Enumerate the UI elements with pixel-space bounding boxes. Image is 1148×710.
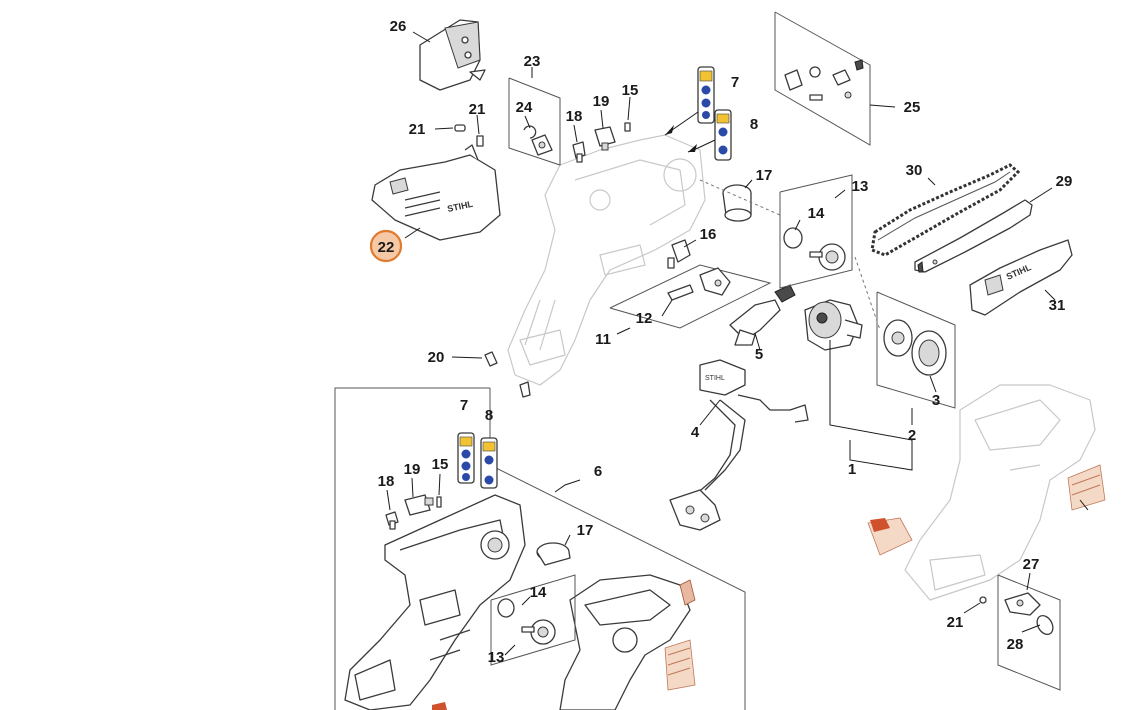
stud-19-lower: [404, 494, 434, 516]
switch-5: [729, 284, 796, 346]
callout-7-upper: 7: [731, 74, 739, 91]
plug-16: [667, 239, 691, 269]
housing-lower-half: [344, 494, 526, 710]
callout-7-lower: 7: [460, 397, 468, 414]
callout-17-upper: 17: [756, 167, 773, 184]
callout-26: 26: [390, 18, 407, 35]
screw-18-upper: [572, 141, 586, 163]
ghost-housing-upper: [507, 134, 706, 386]
chain-cover-22: STIHL: [371, 144, 501, 241]
callout-12: 12: [636, 310, 653, 327]
callout-29: 29: [1056, 173, 1073, 190]
gear-14-lower: [497, 598, 556, 645]
callout-21b: 21: [469, 101, 486, 118]
warning-label-8-lower: [480, 437, 498, 489]
subgroup-13-upper: [779, 174, 853, 289]
callout-19-lower: 19: [404, 461, 421, 478]
warning-label-7-upper: [697, 66, 715, 124]
sleeve-17-lower: [536, 542, 571, 566]
sprocket-3: [883, 319, 947, 376]
callout-6: 6: [594, 463, 602, 480]
bar-cover-31: STIHL: [969, 239, 1073, 316]
callout-17-lower: 17: [577, 522, 594, 539]
gear-14-upper: [783, 227, 846, 271]
label-patch-right: [867, 464, 1106, 556]
callout-16: 16: [700, 226, 717, 243]
screw-21a: [454, 124, 466, 132]
tensioner-parts-25: [784, 59, 864, 101]
motor-1: [804, 299, 863, 351]
screw-18-lower: [385, 511, 399, 530]
pin-20b: [519, 381, 531, 398]
ghost-housing-right: [904, 384, 1096, 601]
callout-8-lower: 8: [485, 407, 493, 424]
callout-8-upper: 8: [750, 116, 758, 133]
subgroup-25: [774, 11, 871, 146]
pin-20: [484, 351, 498, 367]
subgroup-2: [876, 291, 956, 409]
subgroup-13-lower: [490, 574, 576, 666]
callout-14-upper: 14: [808, 205, 825, 222]
callout-28: 28: [1007, 636, 1024, 653]
callout-22: 22: [378, 239, 395, 256]
clip-24: [523, 125, 553, 156]
screw-21b: [476, 135, 484, 147]
callout-1: 1: [848, 461, 856, 478]
cover-26: [419, 19, 486, 91]
callout-18-upper: 18: [566, 108, 583, 125]
latch-12: [667, 267, 731, 301]
callout-24: 24: [516, 99, 533, 116]
warning-label-7-lower: [457, 432, 475, 484]
tensioner-27: [979, 592, 1054, 635]
housing-group-outline: [334, 387, 746, 710]
subgroup-27: [997, 574, 1061, 691]
callout-20: 20: [428, 349, 445, 366]
callout-13-upper: 13: [852, 178, 869, 195]
callout-18-lower: 18: [378, 473, 395, 490]
callout-labels: 26 23 24 18 19 15 7 8 21 21 22 17 13 14 …: [369, 18, 1073, 666]
callout-5: 5: [755, 346, 763, 363]
harness-logo: STIHL: [705, 375, 725, 382]
callout-4: 4: [691, 424, 700, 441]
callout-2: 2: [908, 427, 916, 444]
callout-11: 11: [595, 331, 611, 348]
guide-bar-29: [914, 199, 1033, 273]
pin-15-upper: [624, 122, 631, 132]
callout-31: 31: [1049, 297, 1066, 314]
callout-13-lower: 13: [488, 649, 505, 666]
wiring-harness-4: STIHL: [669, 359, 809, 531]
callout-21a: 21: [409, 121, 426, 138]
callout-27: 27: [1023, 556, 1040, 573]
label-patch-lower: [432, 579, 696, 710]
subgroup-23: [508, 77, 561, 166]
sleeve-17-upper: [722, 184, 752, 222]
callout-3: 3: [932, 392, 940, 409]
callout-21c: 21: [947, 614, 964, 631]
stud-19-upper: [594, 126, 616, 151]
callout-30: 30: [906, 162, 923, 179]
subgroup-11: [609, 264, 772, 329]
callout-15-lower: 15: [432, 456, 449, 473]
saw-chain-30: [870, 163, 1021, 257]
callout-19-upper: 19: [593, 93, 610, 110]
callout-14-lower: 14: [530, 584, 547, 601]
leader-lines: [386, 31, 1089, 656]
callout-25: 25: [904, 99, 921, 116]
callout-23: 23: [524, 53, 541, 70]
highlight-circle-22: [369, 229, 403, 263]
pin-15-lower: [436, 496, 442, 508]
housing-lower-right-half: [559, 574, 691, 710]
warning-label-8-upper: [714, 109, 732, 161]
callout-15-upper: 15: [622, 82, 639, 99]
